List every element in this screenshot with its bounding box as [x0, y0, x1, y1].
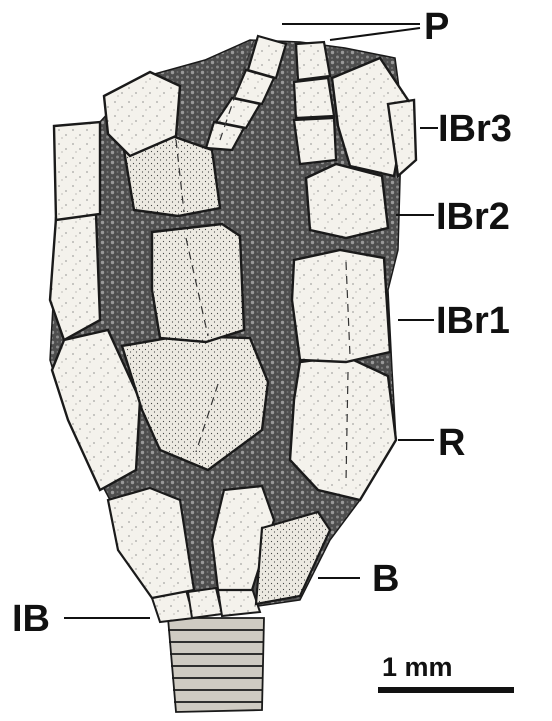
- label-ib: IB: [12, 600, 50, 638]
- stem: [168, 618, 264, 712]
- leader-p-2: [330, 28, 420, 40]
- label-r: R: [438, 424, 465, 462]
- label-ibr2: IBr2: [436, 198, 510, 236]
- label-p: P: [424, 8, 449, 46]
- label-b: B: [372, 560, 399, 598]
- label-ibr1: IBr1: [436, 302, 510, 340]
- label-ibr3: IBr3: [438, 110, 512, 148]
- scale-bar-label: 1 mm: [382, 654, 453, 681]
